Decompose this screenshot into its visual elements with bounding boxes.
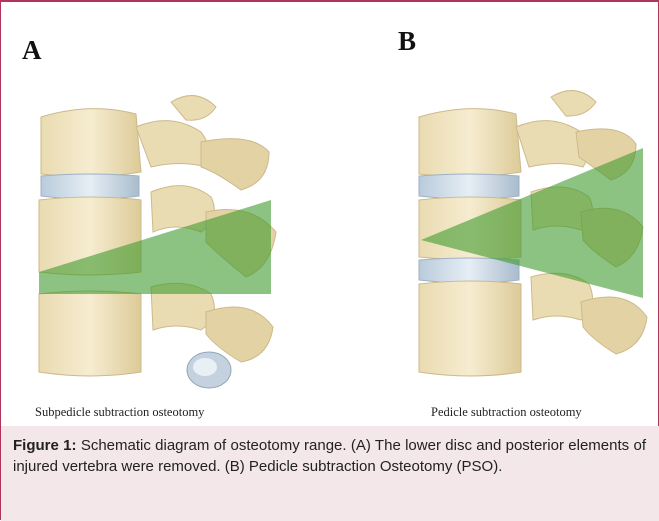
vertebra-lower	[39, 283, 273, 388]
figure-caption-text: Figure 1: Schematic diagram of osteotomy…	[1, 426, 659, 477]
spine-illustration-b	[331, 72, 659, 412]
figure-caption-label: Figure 1:	[13, 437, 77, 454]
spine-illustration-a	[1, 72, 331, 412]
figure-caption-body: Schematic diagram of osteotomy range. (A…	[13, 437, 646, 475]
disc-upper	[41, 174, 139, 199]
panel-b-letter: B	[398, 26, 416, 57]
figure-caption-box: Figure 1: Schematic diagram of osteotomy…	[1, 426, 659, 521]
panel-a-letter: A	[22, 35, 42, 66]
panel-a-caption: Subpedicle subtraction osteotomy	[35, 405, 204, 420]
disc-upper	[419, 174, 519, 199]
panel-b-caption: Pedicle subtraction osteotomy	[431, 405, 582, 420]
disc-lower	[419, 258, 519, 283]
